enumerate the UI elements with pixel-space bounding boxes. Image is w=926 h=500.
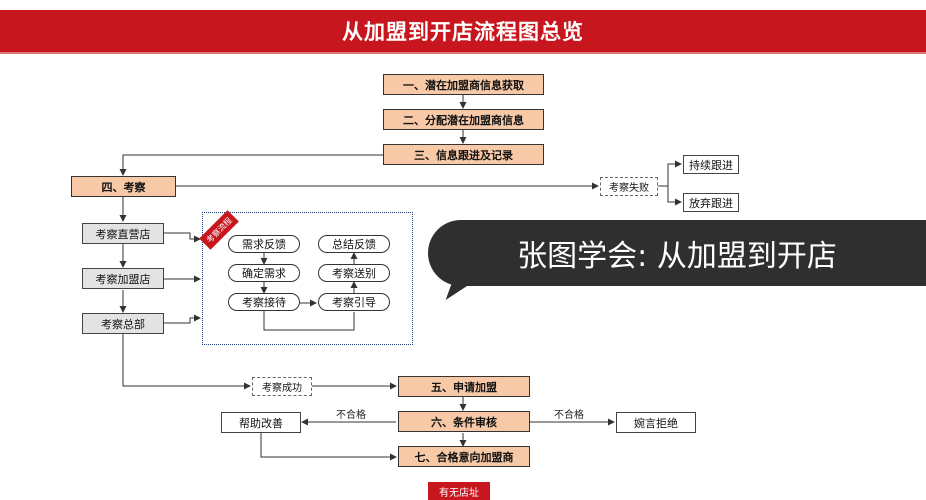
farewell-node: 考察送别 xyxy=(318,264,390,282)
visit-hq-box: 考察总部 xyxy=(82,313,164,334)
bottom-tag-label: 有无店址 xyxy=(439,487,479,499)
step-5-label: 五、申请加盟 xyxy=(431,380,497,394)
keep-follow-label: 持续跟进 xyxy=(689,158,733,172)
page-title: 从加盟到开店流程图总览 xyxy=(342,20,584,44)
needs-feedback-label: 需求反馈 xyxy=(242,238,286,251)
give-up-label: 放弃跟进 xyxy=(689,196,733,210)
visit-fail-box: 考察失败 xyxy=(600,177,658,196)
visit-direct-box: 考察直营店 xyxy=(82,223,164,244)
step-2-label: 二、分配潜在加盟商信息 xyxy=(403,113,524,127)
step-6-box: 六、条件审核 xyxy=(398,411,530,432)
help-improve-label: 帮助改善 xyxy=(239,416,283,430)
decline-box: 婉言拒绝 xyxy=(616,412,696,433)
step-3-box: 三、信息跟进及记录 xyxy=(383,144,544,165)
guide-node: 考察引导 xyxy=(318,293,390,311)
caption-text: 张图学会: 从加盟到开店 xyxy=(517,239,837,274)
decline-label: 婉言拒绝 xyxy=(634,416,678,430)
step-2-box: 二、分配潜在加盟商信息 xyxy=(383,109,544,130)
confirm-needs-node: 确定需求 xyxy=(228,264,300,282)
visit-fail-label: 考察失败 xyxy=(609,183,649,194)
reception-label: 考察接待 xyxy=(242,296,286,309)
visit-hq-label: 考察总部 xyxy=(101,317,145,331)
farewell-label: 考察送别 xyxy=(332,267,376,280)
summary-feedback-label: 总结反馈 xyxy=(332,238,376,251)
step-4-box: 四、考察 xyxy=(71,176,176,197)
keep-follow-box: 持续跟进 xyxy=(683,155,739,174)
step-4-label: 四、考察 xyxy=(101,180,146,194)
visit-franchise-box: 考察加盟店 xyxy=(82,268,164,289)
needs-feedback-node: 需求反馈 xyxy=(228,235,300,253)
visit-success-label: 考察成功 xyxy=(262,383,302,394)
step-3-label: 三、信息跟进及记录 xyxy=(414,148,513,162)
page-title-banner: 从加盟到开店流程图总览 xyxy=(0,10,926,54)
summary-feedback-node: 总结反馈 xyxy=(318,235,390,253)
visit-direct-label: 考察直营店 xyxy=(95,227,151,241)
step-1-label: 一、潜在加盟商信息获取 xyxy=(403,78,524,92)
not-qualified-right-label: 不合格 xyxy=(554,410,584,421)
visit-process-panel xyxy=(202,212,413,345)
step-6-label: 六、条件审核 xyxy=(431,415,497,429)
step-5-box: 五、申请加盟 xyxy=(398,376,530,397)
give-up-box: 放弃跟进 xyxy=(683,193,739,212)
guide-label: 考察引导 xyxy=(332,296,376,309)
step-1-box: 一、潜在加盟商信息获取 xyxy=(383,74,544,95)
help-improve-box: 帮助改善 xyxy=(221,412,301,433)
not-qualified-left-label: 不合格 xyxy=(336,410,366,421)
step-7-label: 七、合格意向加盟商 xyxy=(414,450,514,464)
confirm-needs-label: 确定需求 xyxy=(242,267,286,280)
step-7-box: 七、合格意向加盟商 xyxy=(398,446,530,467)
bottom-tag: 有无店址 xyxy=(428,482,490,500)
reception-node: 考察接待 xyxy=(228,293,300,311)
visit-franchise-label: 考察加盟店 xyxy=(95,272,151,286)
caption-bubble: 张图学会: 从加盟到开店 xyxy=(428,220,926,286)
visit-success-box: 考察成功 xyxy=(252,377,312,396)
